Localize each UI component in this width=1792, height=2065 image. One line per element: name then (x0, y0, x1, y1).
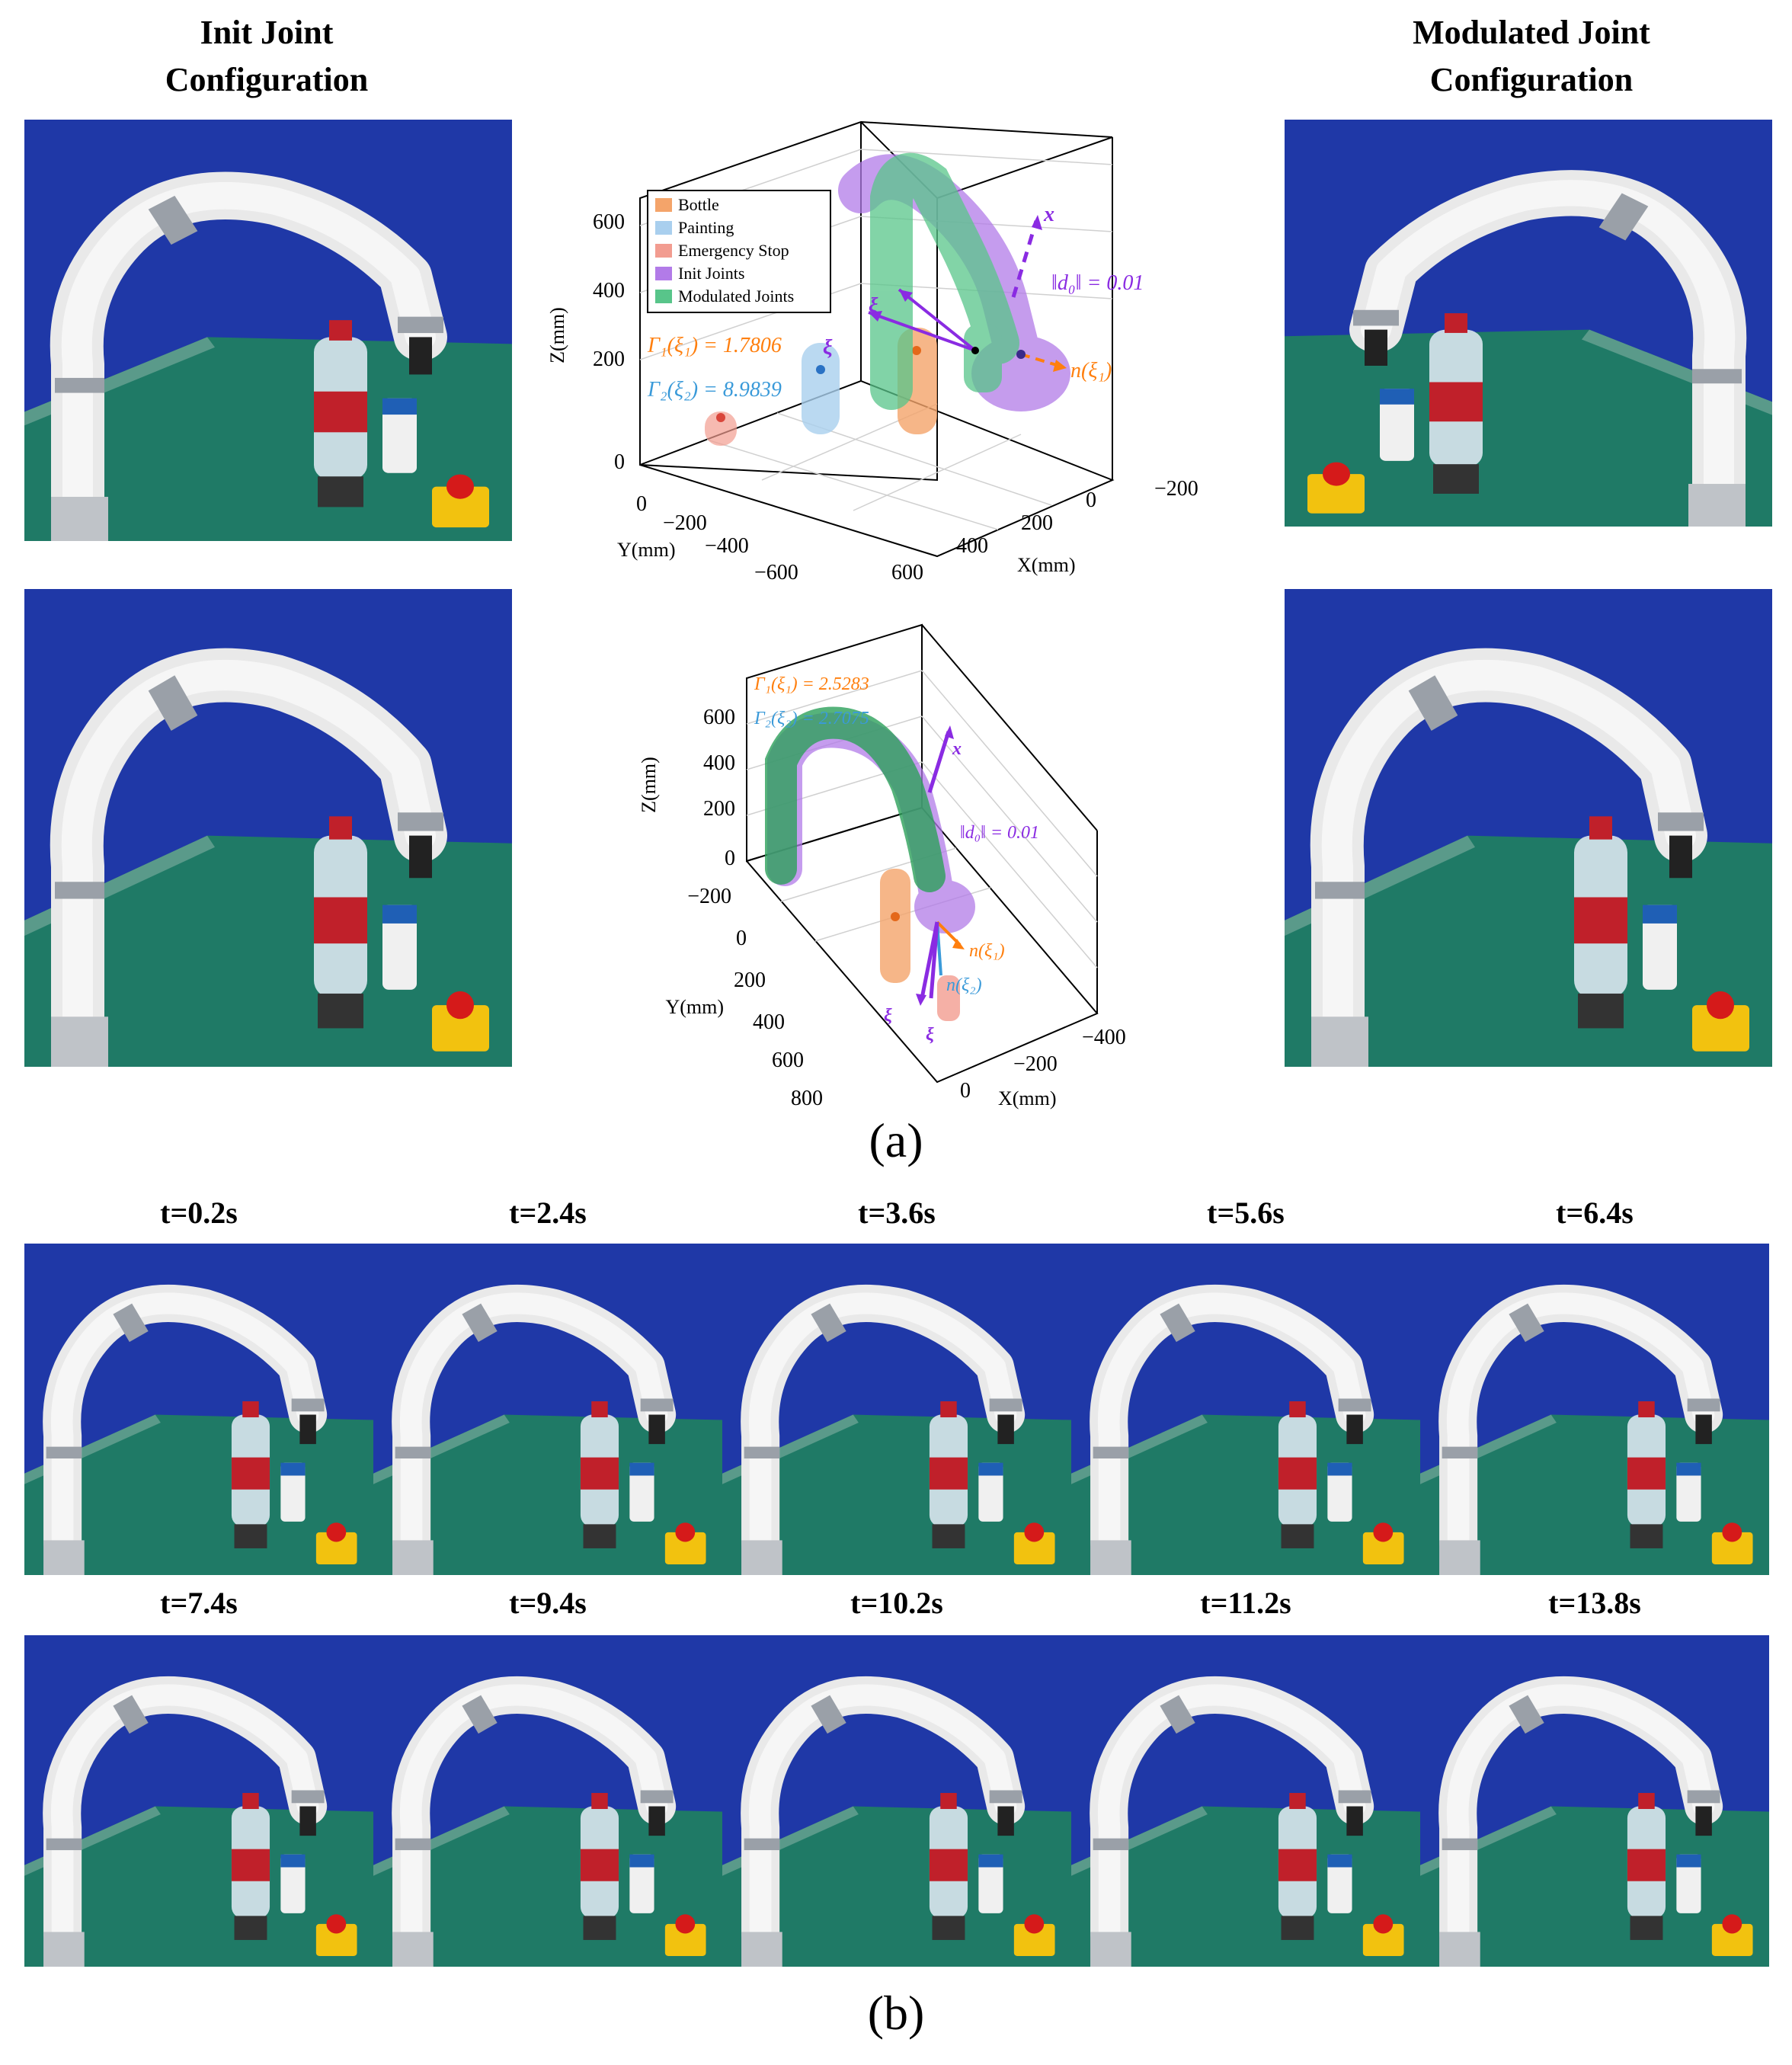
legend-swatch-bottle (655, 198, 672, 212)
y2-axis-label: Y(mm) (665, 996, 724, 1018)
frame-r1-2 (373, 1244, 722, 1575)
modulated-joints-2 (765, 706, 946, 892)
painting-cylinder (802, 343, 840, 434)
modulated-joints (870, 152, 1019, 410)
y2-tick-600: 600 (772, 1049, 804, 1072)
photo-init-top (24, 120, 512, 541)
time-label-r1-4: t=5.6s (1207, 1196, 1285, 1230)
estop-cylinder (705, 411, 737, 446)
z2-axis-label: Z(mm) (638, 757, 660, 813)
x2-tick-m400: −400 (1082, 1026, 1126, 1049)
caption-a: (a) (869, 1113, 923, 1167)
legend-estop: Emergency Stop (678, 241, 789, 260)
xi-mod-label-2: ξ (884, 1006, 892, 1026)
z-tick-200: 200 (593, 347, 625, 371)
y-tick-m200: −200 (663, 511, 707, 535)
legend-swatch-painting (655, 221, 672, 235)
caption-b: (b) (867, 1986, 925, 2040)
frame-r1-1 (24, 1244, 373, 1575)
x2-tick-m200: −200 (1013, 1052, 1058, 1076)
legend-box (647, 190, 831, 313)
plot-bottom-3d: 600 400 200 0 Z(mm) −200 0 200 400 600 8… (602, 617, 1166, 1113)
xi-init-label: ξ (823, 336, 833, 360)
time-label-r2-5: t=13.8s (1548, 1586, 1641, 1620)
frame-r2-2 (373, 1635, 722, 1967)
xv-label: x (1043, 203, 1054, 226)
d0-label: ‖d₀‖ = 0.01 (1051, 271, 1144, 295)
legend-init: Init Joints (678, 264, 744, 283)
frame-r2-5 (1420, 1635, 1769, 1967)
plot-top-canvas: Bottle Painting Emergency Stop Init Join… (546, 120, 1198, 584)
z-tick-0: 0 (614, 450, 625, 474)
frame-r2-3 (722, 1635, 1071, 1967)
x-tick-200: 200 (1021, 511, 1053, 535)
normal-label: n(ξ₁) (1070, 359, 1112, 383)
x-tick-m200: −200 (1154, 477, 1198, 501)
legend-swatch-mod (655, 290, 672, 303)
photo-init-bottom (24, 589, 512, 1067)
gamma1-label-2: Γ₁(ξ₁) = 2.5283 (754, 674, 869, 694)
gamma2-label: Γ₂(ξ₂) = 8.9839 (647, 378, 782, 402)
frame-r1-5 (1420, 1244, 1769, 1575)
bottle-cylinder-2 (880, 869, 910, 983)
frame-r1-4 (1071, 1244, 1420, 1575)
x2-tick-0: 0 (960, 1079, 971, 1103)
y2-tick-m200: −200 (687, 885, 731, 908)
gamma2-label-2: Γ₂(ξ₂) = 2.7075 (754, 709, 869, 728)
legend-swatch-init (655, 267, 672, 280)
frame-r2-4 (1071, 1635, 1420, 1967)
left-header: Init Joint Configuration (165, 14, 369, 98)
time-label-r1-1: t=0.2s (160, 1196, 238, 1230)
z-tick-400: 400 (593, 279, 625, 303)
time-label-r1-3: t=3.6s (858, 1196, 936, 1230)
xv-label-2: x (952, 739, 962, 759)
z2-tick-200: 200 (703, 797, 735, 821)
xi-mod-label: ξ (869, 294, 878, 318)
x-tick-600: 600 (891, 561, 923, 584)
time-label-r2-4: t=11.2s (1200, 1586, 1291, 1620)
time-label-r2-2: t=9.4s (509, 1586, 587, 1620)
frame-r1-3 (722, 1244, 1071, 1575)
plot-top-3d: Bottle Painting Emergency Stop Init Join… (533, 114, 1242, 602)
gamma1-label: Γ₁(ξ₁) = 1.7806 (647, 334, 782, 357)
xi-init-label-2: ξ (926, 1025, 934, 1045)
z2-tick-400: 400 (703, 751, 735, 775)
photo-mod-bottom (1285, 589, 1772, 1067)
estop-cylinder-2 (937, 975, 960, 1021)
frame-r2-1 (24, 1635, 373, 1967)
legend-bottle: Bottle (678, 195, 719, 214)
y2-tick-200: 200 (734, 968, 766, 992)
z2-tick-600: 600 (703, 706, 735, 729)
time-label-r2-3: t=10.2s (850, 1586, 943, 1620)
right-header: Modulated Joint Configuration (1413, 14, 1650, 98)
legend-mod: Modulated Joints (678, 287, 794, 306)
z2-tick-0: 0 (725, 847, 735, 870)
y-tick-m400: −400 (705, 534, 749, 558)
time-label-r1-2: t=2.4s (509, 1196, 587, 1230)
y-axis-label: Y(mm) (617, 539, 676, 561)
plot-bottom-canvas: 600 400 200 0 Z(mm) −200 0 200 400 600 8… (638, 623, 1126, 1110)
time-label-r2-1: t=7.4s (160, 1586, 238, 1620)
x2-axis-label: X(mm) (998, 1087, 1057, 1109)
z-axis-label: Z(mm) (546, 307, 568, 363)
photo-mod-top (1285, 120, 1772, 527)
y2-tick-400: 400 (753, 1010, 785, 1034)
normal1-label-2: n(ξ₁) (969, 941, 1005, 961)
y2-tick-0: 0 (736, 927, 747, 950)
time-label-r1-5: t=6.4s (1556, 1196, 1634, 1230)
y2-tick-800: 800 (791, 1087, 823, 1110)
x-tick-0: 0 (1086, 488, 1096, 512)
x-axis-label: X(mm) (1017, 554, 1076, 576)
legend-swatch-estop (655, 244, 672, 258)
normal2-label-2: n(ξ₂) (946, 975, 982, 995)
x-tick-400: 400 (956, 534, 988, 558)
y-tick-m600: −600 (754, 561, 798, 584)
y-tick-0: 0 (636, 492, 647, 516)
d0-label-2: ‖d₀‖ = 0.01 (960, 823, 1039, 843)
z-tick-600: 600 (593, 210, 625, 234)
legend-painting: Painting (678, 218, 734, 237)
